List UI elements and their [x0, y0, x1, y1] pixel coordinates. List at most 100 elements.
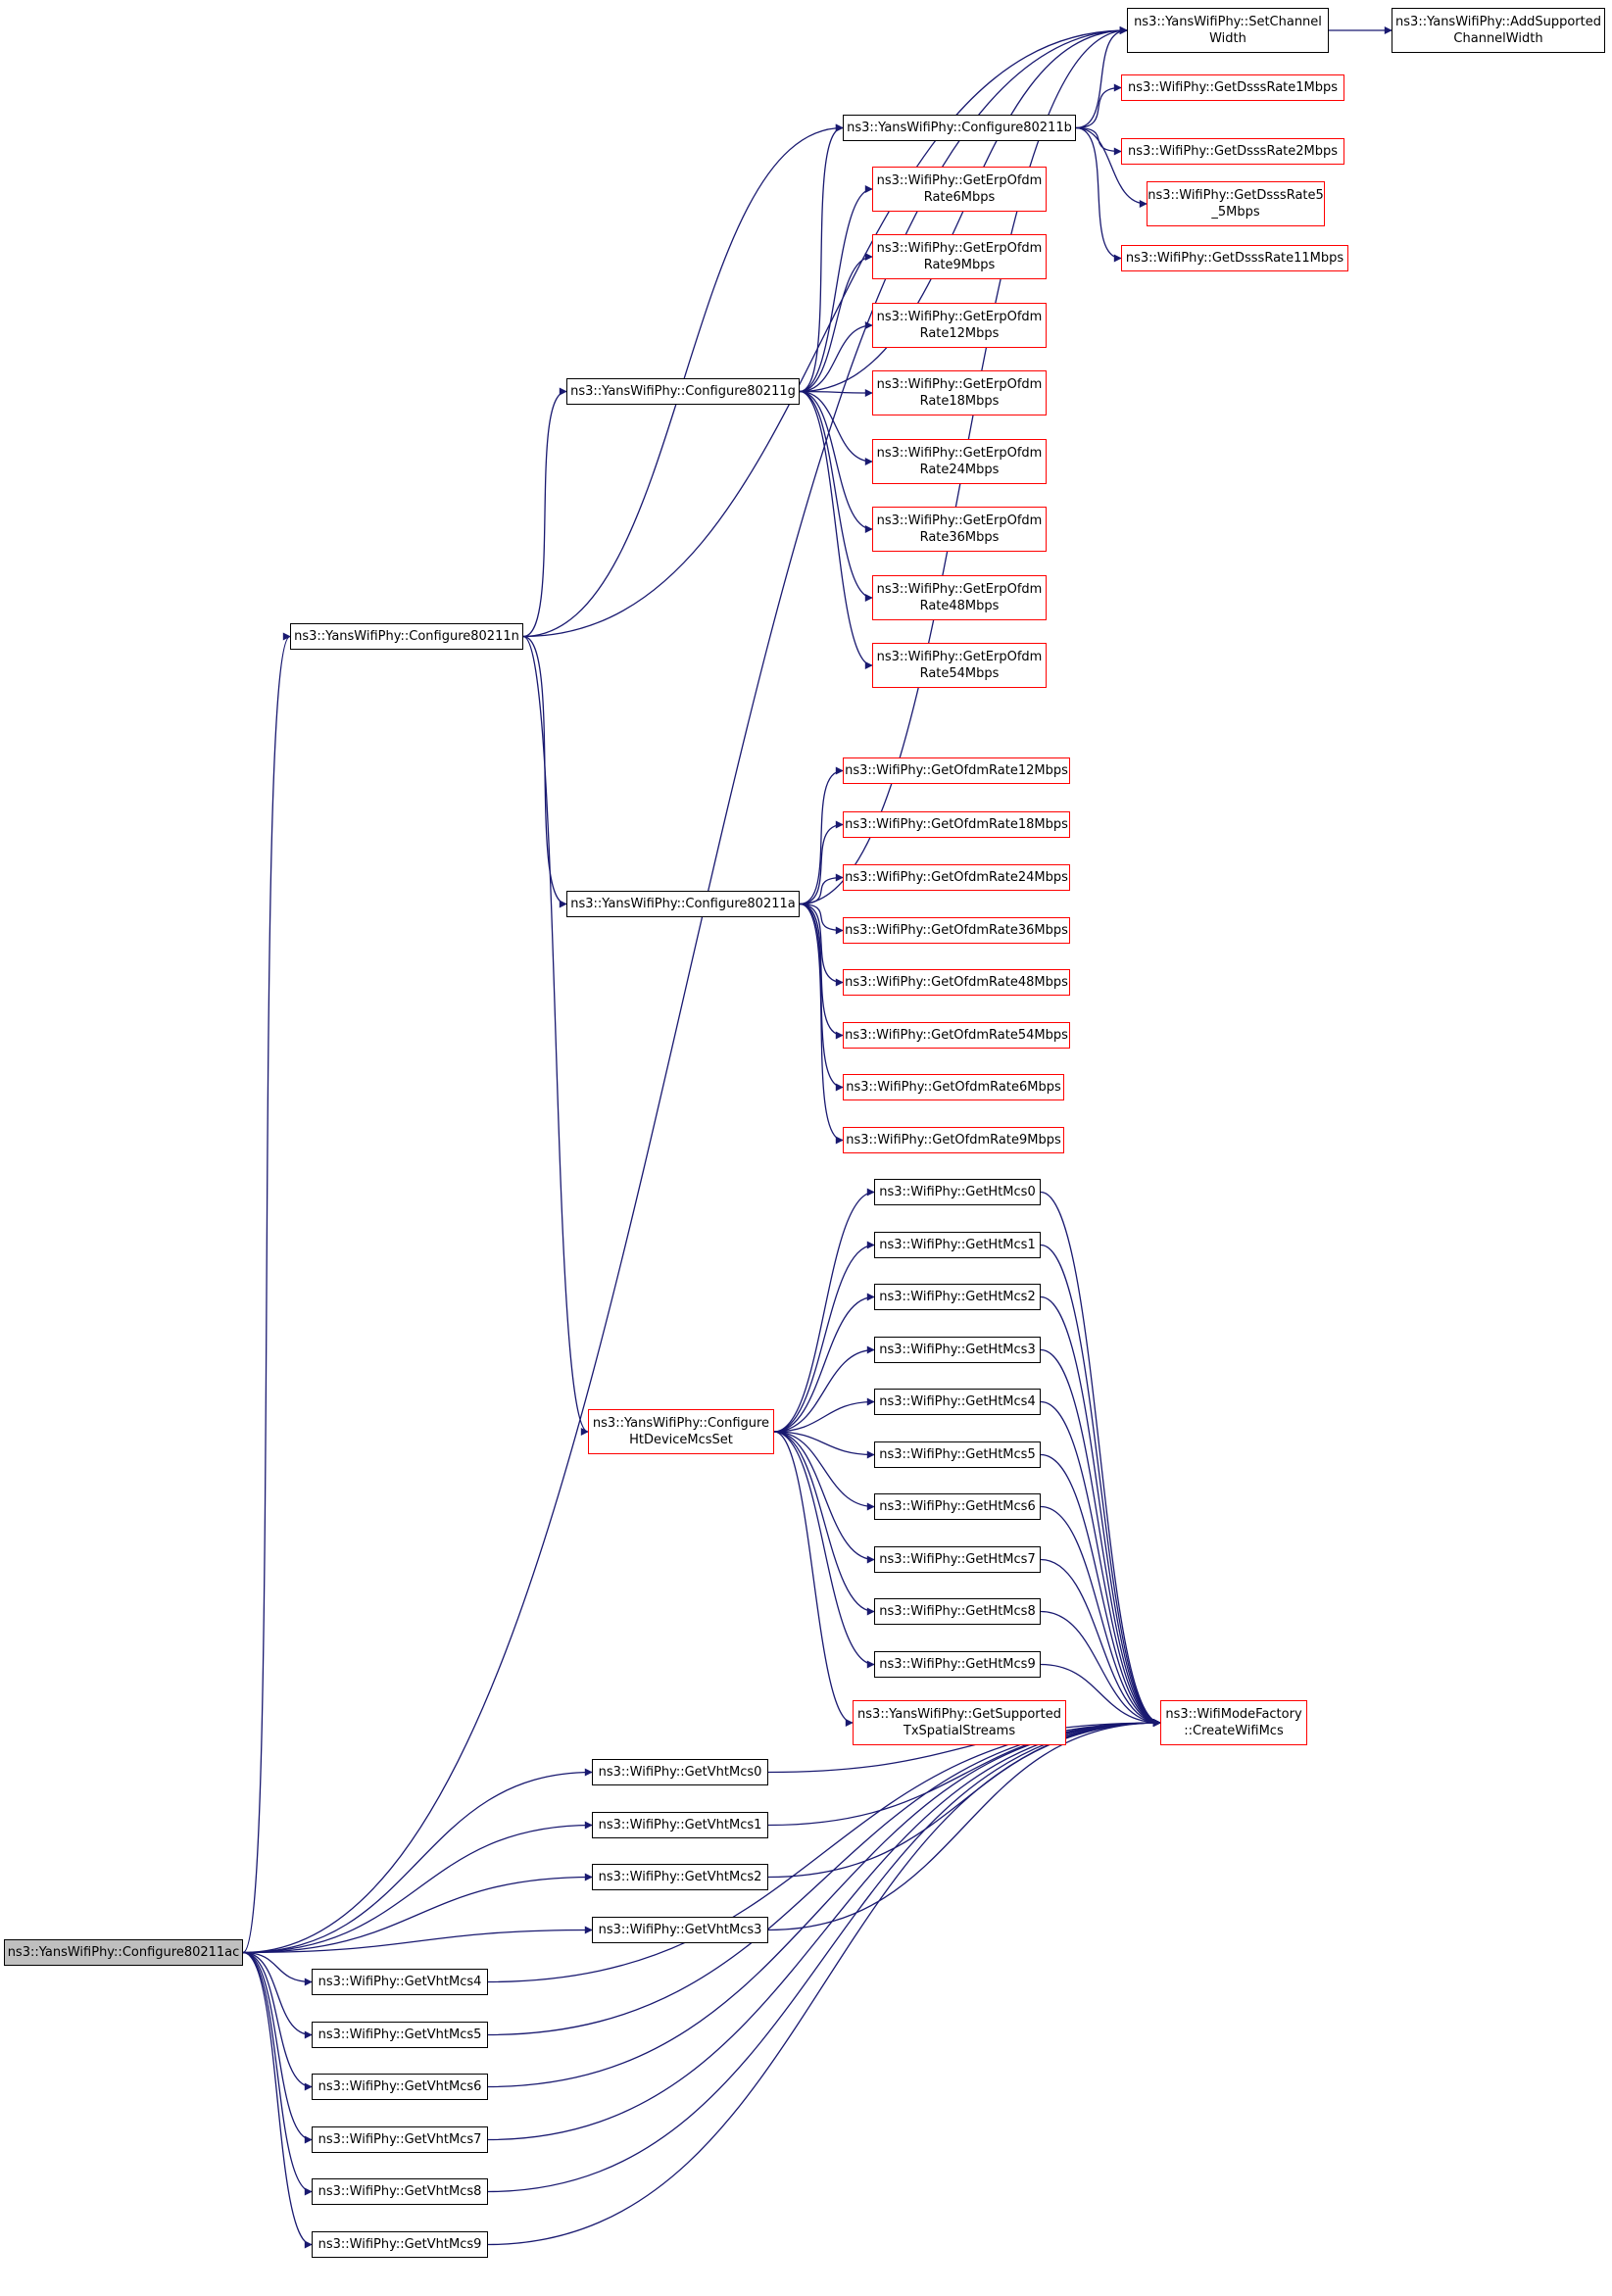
edge-c80211ac-to-vht4 — [242, 1951, 313, 1986]
node-dsss11[interactable]: ns3::WifiPhy::GetDsssRate11Mbps — [1121, 245, 1348, 271]
edge-c80211n-to-setCW — [522, 26, 1128, 638]
node-label-line: ns3::WifiPhy::GetVhtMcs6 — [318, 2079, 482, 2094]
node-label-line: ns3::WifiPhy::GetDsssRate11Mbps — [1125, 251, 1344, 266]
node-ht5: ns3::WifiPhy::GetHtMcs5 — [874, 1441, 1041, 1468]
node-label-line: ns3::WifiPhy::GetDsssRate5 — [1148, 188, 1324, 203]
node-createMcs[interactable]: ns3::WifiModeFactory::CreateWifiMcs — [1160, 1700, 1307, 1745]
node-ofdm24[interactable]: ns3::WifiPhy::GetOfdmRate24Mbps — [843, 864, 1070, 891]
edge-ht0-to-createMcs — [1040, 1191, 1161, 1727]
edge-cfgHt-to-ht3 — [773, 1345, 875, 1433]
node-ht8: ns3::WifiPhy::GetHtMcs8 — [874, 1598, 1041, 1625]
node-ht0: ns3::WifiPhy::GetHtMcs0 — [874, 1179, 1041, 1205]
node-dsss1[interactable]: ns3::WifiPhy::GetDsssRate1Mbps — [1121, 74, 1344, 101]
node-label-line: ChannelWidth — [1453, 31, 1543, 46]
edge-c80211ac-to-vht3 — [242, 1926, 593, 1954]
node-label-line: ns3::WifiPhy::GetVhtMcs1 — [598, 1818, 762, 1832]
node-label-line: ns3::WifiPhy::GetOfdmRate36Mbps — [845, 923, 1068, 938]
edge-cfgHt-to-ht0 — [773, 1188, 875, 1433]
node-vht3: ns3::WifiPhy::GetVhtMcs3 — [592, 1917, 768, 1943]
node-vht5: ns3::WifiPhy::GetVhtMcs5 — [312, 2022, 488, 2048]
edge-vht7-to-createMcs — [487, 1719, 1161, 2141]
node-label-line: ns3::WifiPhy::GetErpOfdm — [876, 241, 1043, 256]
node-ht2: ns3::WifiPhy::GetHtMcs2 — [874, 1284, 1041, 1310]
node-dsss2[interactable]: ns3::WifiPhy::GetDsssRate2Mbps — [1121, 138, 1344, 165]
node-label-line: Rate9Mbps — [923, 258, 996, 272]
node-label-line: ns3::WifiPhy::GetHtMcs4 — [879, 1394, 1036, 1409]
edge-c80211a-to-ofdm48 — [799, 903, 844, 987]
node-ofdm48[interactable]: ns3::WifiPhy::GetOfdmRate48Mbps — [843, 969, 1070, 996]
node-label-line: ns3::WifiPhy::GetDsssRate2Mbps — [1127, 144, 1339, 159]
edge-c80211g-to-erp24 — [799, 390, 873, 465]
edge-c80211g-to-erp6 — [799, 185, 873, 393]
edge-c80211ac-to-vht1 — [242, 1821, 593, 1954]
node-dsss55[interactable]: ns3::WifiPhy::GetDsssRate5_5Mbps — [1147, 181, 1325, 226]
node-vht4: ns3::WifiPhy::GetVhtMcs4 — [312, 1969, 488, 1995]
node-c80211b: ns3::YansWifiPhy::Configure80211b — [843, 115, 1076, 141]
edge-c80211g-to-erp48 — [799, 390, 873, 602]
node-ofdm9[interactable]: ns3::WifiPhy::GetOfdmRate9Mbps — [843, 1127, 1064, 1153]
node-label-line: ns3::YansWifiPhy::Configure80211a — [570, 897, 796, 911]
edge-c80211a-to-ofdm24 — [799, 873, 844, 905]
edge-c80211ac-to-vht6 — [242, 1951, 313, 2091]
node-label-line: ns3::WifiPhy::GetVhtMcs3 — [598, 1923, 762, 1937]
node-label-line: ns3::WifiPhy::GetOfdmRate18Mbps — [845, 817, 1068, 832]
edge-c80211ac-to-vht2 — [242, 1873, 593, 1954]
node-label-line: ns3::WifiPhy::GetHtMcs6 — [879, 1499, 1036, 1514]
node-ht7: ns3::WifiPhy::GetHtMcs7 — [874, 1546, 1041, 1573]
node-ofdm12[interactable]: ns3::WifiPhy::GetOfdmRate12Mbps — [843, 757, 1070, 784]
node-label-line: ns3::WifiPhy::GetErpOfdm — [876, 173, 1043, 188]
node-ht1: ns3::WifiPhy::GetHtMcs1 — [874, 1232, 1041, 1258]
node-vht1: ns3::WifiPhy::GetVhtMcs1 — [592, 1812, 768, 1838]
node-label-line: ns3::WifiPhy::GetHtMcs7 — [879, 1552, 1036, 1567]
node-label-line: ns3::WifiPhy::GetOfdmRate9Mbps — [846, 1133, 1061, 1148]
node-ofdm6[interactable]: ns3::WifiPhy::GetOfdmRate6Mbps — [843, 1074, 1064, 1100]
node-c80211ac: ns3::YansWifiPhy::Configure80211ac — [4, 1939, 243, 1966]
node-label-line: ns3::WifiPhy::GetVhtMcs9 — [318, 2237, 482, 2252]
node-label-line: ns3::WifiPhy::GetVhtMcs2 — [598, 1870, 762, 1884]
edge-c80211ac-to-vht0 — [242, 1768, 593, 1954]
edge-c80211a-to-ofdm9 — [799, 903, 844, 1145]
edge-ht7-to-createMcs — [1040, 1558, 1161, 1727]
node-label-line: Width — [1209, 31, 1246, 46]
edge-vht2-to-createMcs — [767, 1719, 1161, 1879]
node-label-line: ns3::WifiPhy::GetHtMcs1 — [879, 1238, 1036, 1252]
edge-c80211a-to-ofdm18 — [799, 820, 844, 905]
node-label-line: ns3::WifiPhy::GetVhtMcs0 — [598, 1765, 762, 1780]
edge-c80211ac-to-c80211n — [242, 632, 291, 1954]
node-label-line: ns3::YansWifiPhy::Configure80211b — [847, 121, 1072, 135]
node-ofdm54[interactable]: ns3::WifiPhy::GetOfdmRate54Mbps — [843, 1022, 1070, 1049]
edge-ht9-to-createMcs — [1040, 1663, 1161, 1727]
edge-c80211n-to-cfgHt — [522, 635, 589, 1436]
node-vht8: ns3::WifiPhy::GetVhtMcs8 — [312, 2178, 488, 2205]
node-label-line: Rate54Mbps — [919, 666, 1000, 681]
edge-c80211n-to-c80211g — [522, 387, 567, 638]
node-label-line: ns3::WifiPhy::GetHtMcs9 — [879, 1657, 1036, 1672]
edge-ht8-to-createMcs — [1040, 1610, 1161, 1727]
edge-ht2-to-createMcs — [1040, 1295, 1161, 1727]
edge-c80211ac-to-vht7 — [242, 1951, 313, 2144]
node-c80211g: ns3::YansWifiPhy::Configure80211g — [566, 378, 800, 405]
edge-c80211ac-to-vht5 — [242, 1951, 313, 2039]
node-vht0: ns3::WifiPhy::GetVhtMcs0 — [592, 1759, 768, 1785]
edge-vht4-to-createMcs — [487, 1719, 1161, 1983]
node-vht2: ns3::WifiPhy::GetVhtMcs2 — [592, 1864, 768, 1890]
node-label-line: ns3::WifiPhy::GetOfdmRate48Mbps — [845, 975, 1068, 990]
node-label-line: ns3::WifiPhy::GetErpOfdm — [876, 650, 1043, 664]
edge-cfgHt-to-txss — [773, 1431, 854, 1727]
node-ofdm36[interactable]: ns3::WifiPhy::GetOfdmRate36Mbps — [843, 917, 1070, 944]
node-ofdm18[interactable]: ns3::WifiPhy::GetOfdmRate18Mbps — [843, 811, 1070, 838]
node-label-line: ns3::WifiPhy::GetVhtMcs8 — [318, 2184, 482, 2199]
